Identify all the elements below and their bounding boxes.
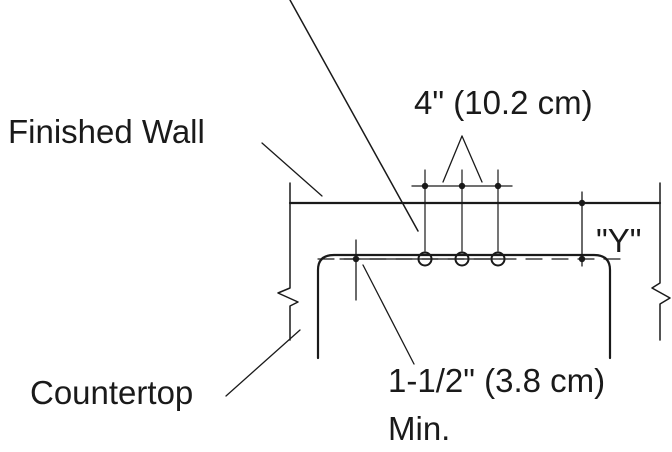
y-dot-bottom	[578, 255, 586, 263]
countertop-cutout	[316, 253, 612, 360]
y-dimension-label: "Y"	[596, 222, 641, 259]
min-dot-top	[352, 255, 360, 263]
finished-wall-label: Finished Wall	[8, 113, 205, 150]
min-dimension-label: 1-1/2" (3.8 cm)	[388, 362, 605, 399]
hole-leader-line	[289, 0, 419, 232]
spacing-pointer-right	[461, 135, 483, 183]
countertop-leader	[225, 329, 301, 397]
countertop-label: Countertop	[30, 374, 193, 411]
right-break-edge	[651, 182, 671, 341]
spacing-dot-center	[458, 182, 466, 190]
faucet-hole-left	[417, 251, 433, 267]
faucet-hole-right	[490, 251, 506, 267]
min-label: Min.	[388, 410, 450, 447]
faucet-hole-center	[454, 251, 470, 267]
spacing-dot-left	[421, 182, 429, 190]
left-break-edge	[277, 182, 299, 341]
spacing-dot-right	[494, 182, 502, 190]
finished-wall-leader	[261, 142, 323, 197]
spacing-pointer-left	[442, 135, 463, 183]
min-leader-line	[362, 264, 415, 365]
spacing-label: 4" (10.2 cm)	[414, 84, 593, 121]
